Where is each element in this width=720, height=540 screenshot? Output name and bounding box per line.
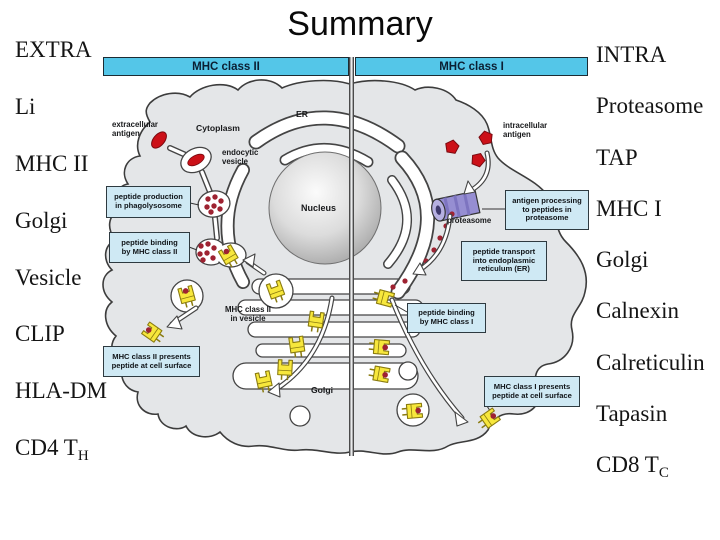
keyword-calnexin: Calnexin <box>596 298 680 324</box>
keyword-cd4-th: CD4 TH <box>15 435 89 465</box>
right-keyword-column: INTRA Proteasome TAP MHC I Golgi Calnexi… <box>596 42 705 505</box>
er-membranes <box>220 110 406 289</box>
left-keyword-column: EXTRA Li MHC II Golgi Vesicle CLIP HLA-D… <box>15 37 107 493</box>
keyword-vesicle: Vesicle <box>15 264 82 290</box>
keyword-extra: EXTRA <box>15 37 92 62</box>
label-er: ER <box>296 109 308 119</box>
header-mhc-class-1: MHC class I <box>355 57 588 76</box>
keyword-golgi: Golgi <box>15 207 68 233</box>
er-right-band <box>383 150 435 300</box>
header-mhc-class-2: MHC class II <box>103 57 349 76</box>
proteasome-icon <box>431 190 481 222</box>
mhc2-loading-vesicle <box>195 238 247 268</box>
keyword-proteasome: Proteasome <box>596 93 704 119</box>
label-golgi: Golgi <box>311 385 333 395</box>
keyword-mhc2: MHC II <box>15 150 89 176</box>
label-cytoplasm: Cytoplasm <box>196 123 240 133</box>
extracellular-antigen-particle <box>151 131 167 149</box>
keyword-hla-dm: HLA-DM <box>15 378 107 404</box>
page-title: Summary <box>287 5 433 43</box>
keyword-li: Li <box>15 93 36 119</box>
keyword-cd8-tc: CD8 TC <box>596 452 669 482</box>
keyword-mhc1: MHC I <box>596 195 662 221</box>
keyword-clip: CLIP <box>15 321 65 347</box>
keyword-tapasin: Tapasin <box>596 401 668 427</box>
keyword-intra: INTRA <box>596 42 667 67</box>
label-nucleus: Nucleus <box>301 203 337 213</box>
cell-body <box>102 79 587 455</box>
keyword-tap: TAP <box>596 144 638 170</box>
pathway-arrows <box>166 150 505 427</box>
label-proteasome: proteasome <box>447 216 492 225</box>
keyword-golgi-right: Golgi <box>596 247 649 273</box>
keyword-calreticulin: Calreticulin <box>596 349 705 375</box>
